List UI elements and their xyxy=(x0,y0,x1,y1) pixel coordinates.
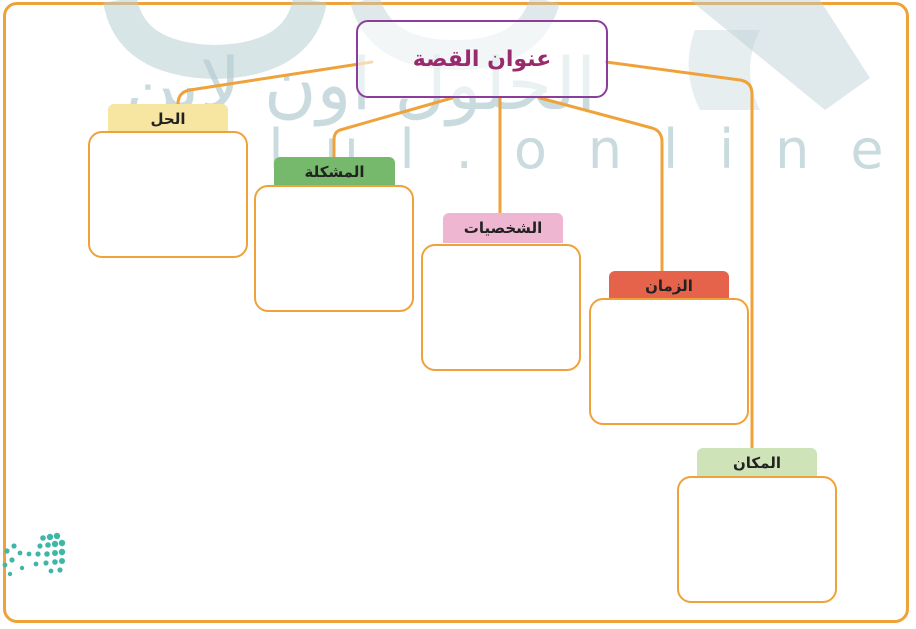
tab-problem: المشكلة xyxy=(274,157,395,187)
box-problem[interactable] xyxy=(254,185,414,312)
label-solution: الحل xyxy=(150,110,186,128)
label-problem: المشكلة xyxy=(304,163,365,181)
tab-place: المكان xyxy=(697,448,817,478)
connector-place xyxy=(604,60,754,450)
label-place: المكان xyxy=(733,454,781,472)
story-title-box: عنوان القصة xyxy=(356,20,608,98)
box-time[interactable] xyxy=(589,298,749,425)
tab-solution: الحل xyxy=(108,104,228,134)
connector-time xyxy=(538,96,664,273)
box-place[interactable] xyxy=(677,476,837,603)
connector-solution xyxy=(176,60,374,108)
box-solution[interactable] xyxy=(88,131,248,258)
label-time: الزمان xyxy=(645,277,693,295)
connector-problem xyxy=(332,96,454,159)
tab-characters: الشخصيات xyxy=(443,213,563,243)
label-characters: الشخصيات xyxy=(463,219,543,237)
story-title-text: عنوان القصة xyxy=(412,46,552,72)
box-characters[interactable] xyxy=(421,244,581,371)
tab-time: الزمان xyxy=(609,271,729,301)
